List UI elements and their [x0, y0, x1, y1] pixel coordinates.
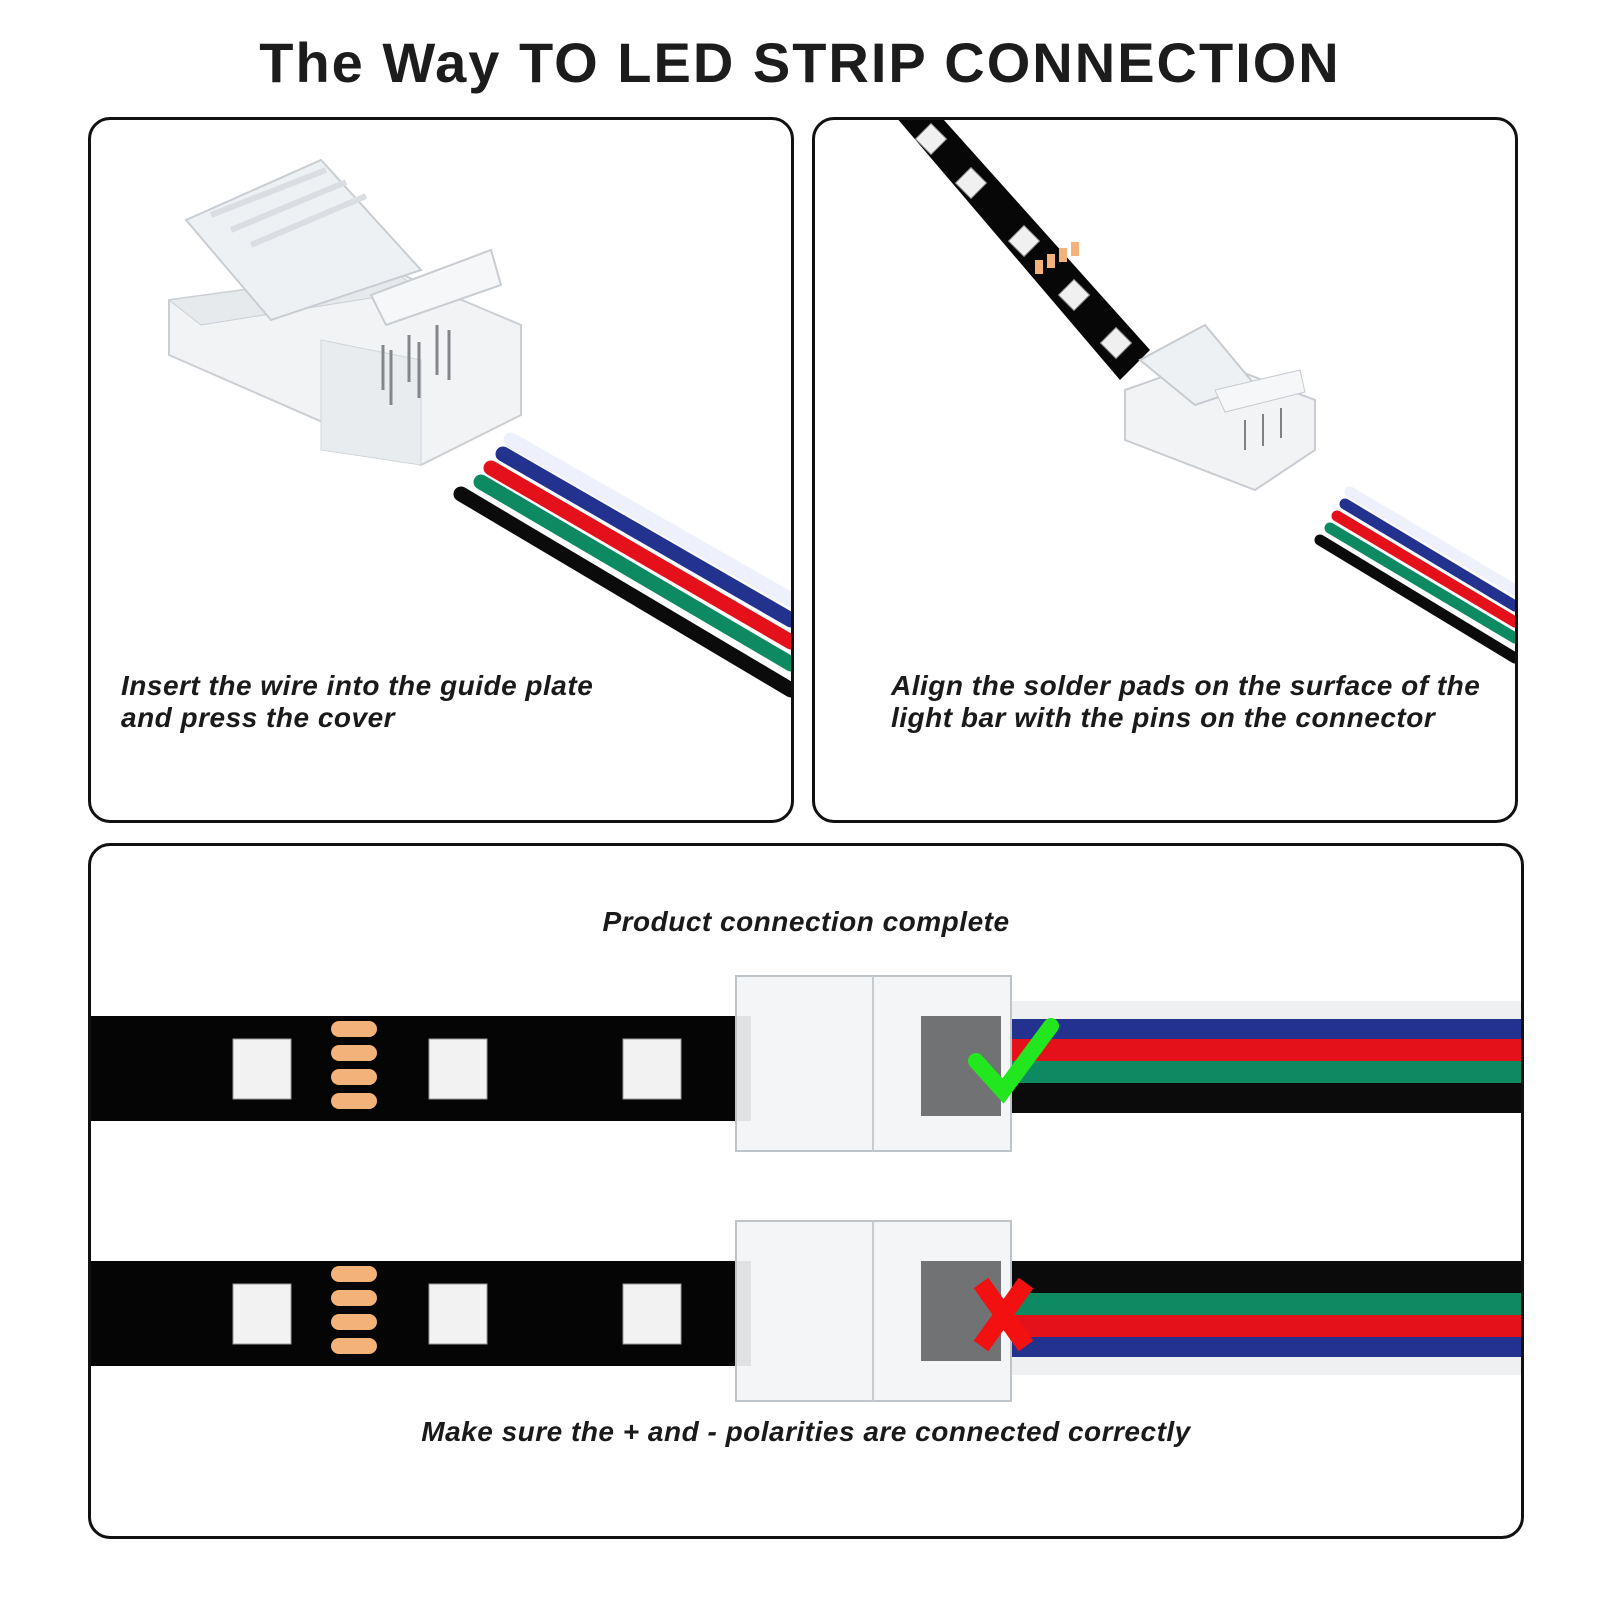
wire-red [1331, 510, 1515, 628]
wire-red [483, 460, 791, 650]
wire-green [1324, 522, 1515, 644]
wire-bundle [1011, 1261, 1521, 1375]
rgb-wire-bundle [1314, 486, 1515, 664]
step-caption: Insert the wire into the guide plate and… [121, 670, 594, 733]
page-title: The Way TO LED STRIP CONNECTION [259, 31, 1341, 94]
rgb-wire-bundle [453, 432, 791, 698]
panel-align-pads: Align the solder pads on the surface of … [812, 117, 1518, 823]
wire-white [1344, 486, 1515, 596]
panel-insert-wire: Insert the wire into the guide plate and… [88, 117, 794, 823]
wire-red [1011, 1039, 1521, 1061]
strip-connector-illustration [898, 120, 1515, 664]
clear-connector [735, 1220, 1012, 1402]
polarity-warning: Make sure the + and - polarities are con… [421, 1416, 1191, 1447]
wire-green [1011, 1061, 1521, 1083]
wire-blue [1339, 498, 1515, 612]
connection-examples [91, 975, 1521, 1402]
wire-black [1011, 1261, 1521, 1293]
led-chip-icons [232, 1283, 682, 1345]
wire-white [503, 432, 791, 608]
clear-connector [167, 158, 522, 467]
solder-pads [1035, 242, 1079, 274]
led-chip-icons [232, 1038, 682, 1100]
wire-bundle [1011, 1001, 1521, 1113]
led-strip [898, 120, 1150, 380]
pins-icon [381, 325, 451, 405]
check-icon [968, 1018, 1059, 1104]
wire-blue [1011, 1337, 1521, 1357]
wire-blue [1011, 1019, 1521, 1039]
connector-illustration [167, 158, 791, 698]
wire-green [473, 474, 791, 672]
example-incorrect [91, 1220, 1521, 1402]
pins-icon [1244, 408, 1282, 450]
wire-black [1314, 534, 1515, 664]
step-caption: Align the solder pads on the surface of … [891, 670, 1481, 733]
wire-black [453, 486, 791, 698]
clear-connector [1124, 323, 1316, 492]
example-correct [91, 975, 1521, 1152]
wire-blue [495, 446, 791, 628]
wire-black [1011, 1083, 1521, 1113]
section-heading: Product connection complete [602, 906, 1010, 937]
led-chip-icons [914, 122, 1133, 360]
solder-pads [331, 1021, 377, 1109]
panel-connection-complete: Product connection complete [88, 843, 1524, 1539]
wire-green [1011, 1293, 1521, 1315]
solder-pads [331, 1266, 377, 1354]
wire-red [1011, 1315, 1521, 1337]
wire-white [1011, 1357, 1521, 1375]
cross-icon [973, 1277, 1034, 1352]
